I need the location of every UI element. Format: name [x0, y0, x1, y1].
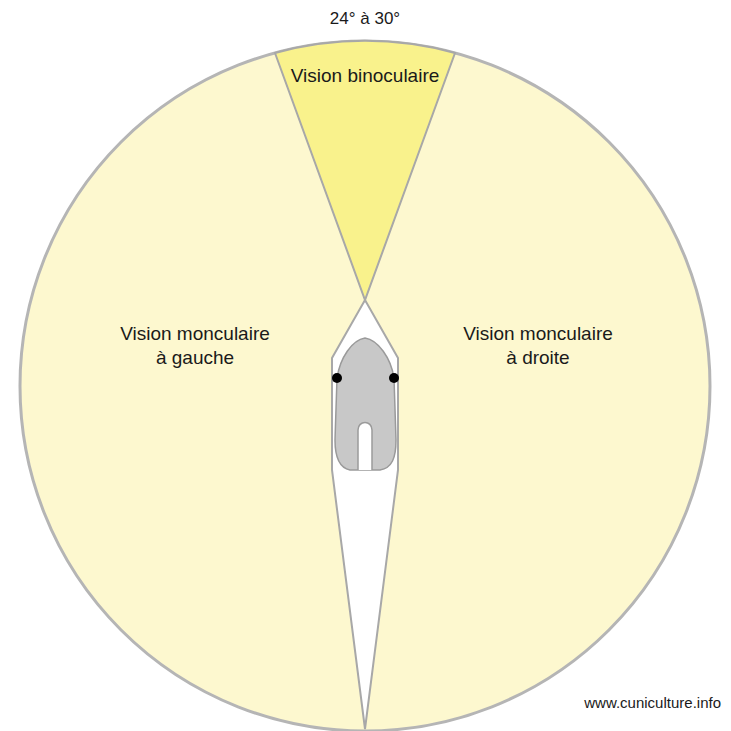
- angle-label: 24° à 30°: [330, 9, 400, 29]
- right-monocular-zone: Vision monculaire à droite: [453, 318, 623, 374]
- binocular-zone: Vision binoculaire: [265, 40, 465, 302]
- rabbit-head: [335, 338, 396, 470]
- rabbit-eye: [332, 373, 342, 383]
- zone-label: Vision monculaire à droite: [459, 322, 617, 370]
- watermark: www.cuniculture.info: [584, 694, 721, 711]
- binocular-wedge-fill: [275, 41, 455, 300]
- zone-label: Vision binoculaire: [290, 64, 440, 88]
- rabbit-ears: [358, 423, 372, 471]
- zone-label: Vision monculaire à gauche: [116, 322, 274, 370]
- blind-zone: [332, 300, 398, 729]
- vision-field-circle: [20, 41, 710, 731]
- rabbit-eye: [389, 373, 399, 383]
- left-monocular-zone: Vision monculaire à gauche: [110, 318, 280, 374]
